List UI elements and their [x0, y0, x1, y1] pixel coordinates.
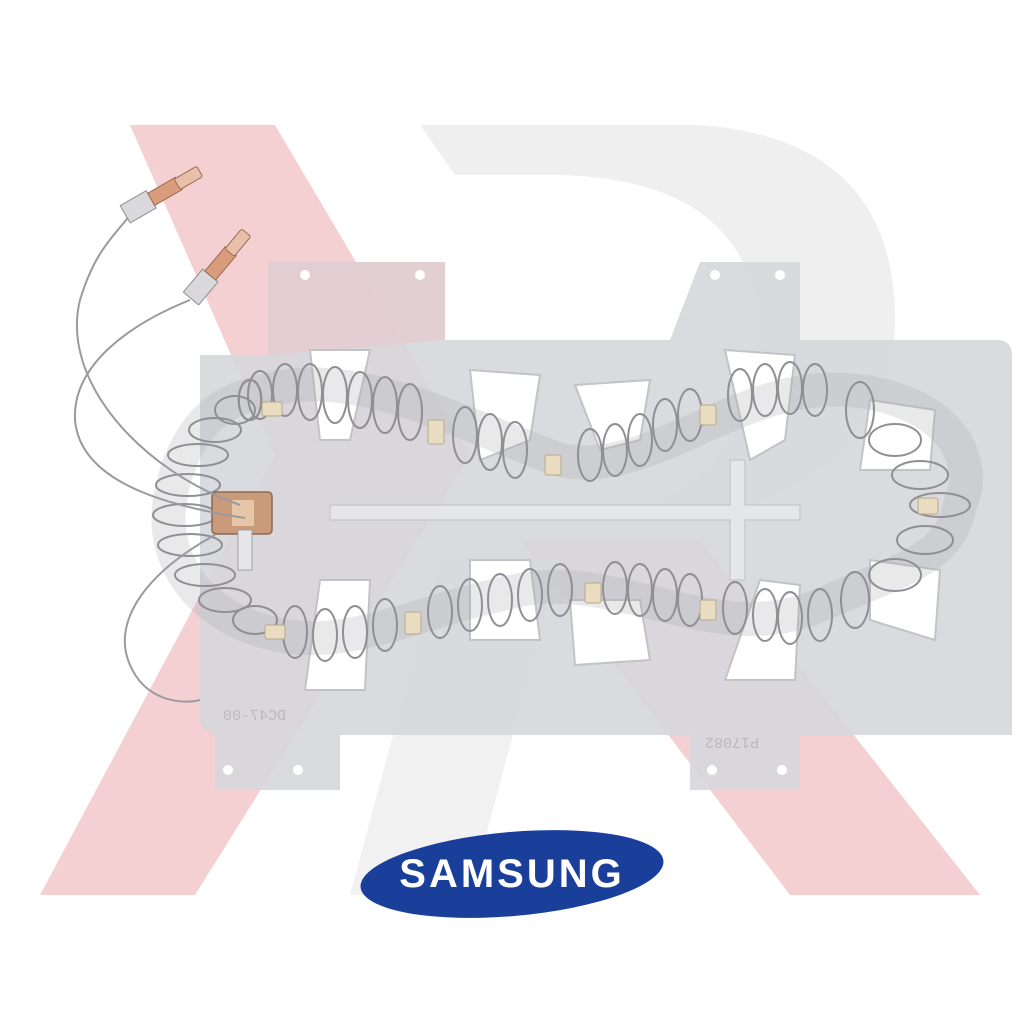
coil-loops [152, 361, 971, 662]
heater-plate [200, 262, 1012, 790]
brand-logo-text: SAMSUNG [399, 851, 625, 896]
plate-stamp-left: DC47-00 [223, 708, 287, 725]
terminal-block [211, 491, 273, 571]
brand-logo-oval [360, 830, 664, 918]
wire-leads [73, 214, 246, 703]
brand-logo: SAMSUNG [360, 830, 664, 918]
plate-stamp-right: P17082 [705, 733, 760, 750]
ceramic-insulators [261, 401, 939, 640]
spade-terminals [119, 166, 251, 306]
